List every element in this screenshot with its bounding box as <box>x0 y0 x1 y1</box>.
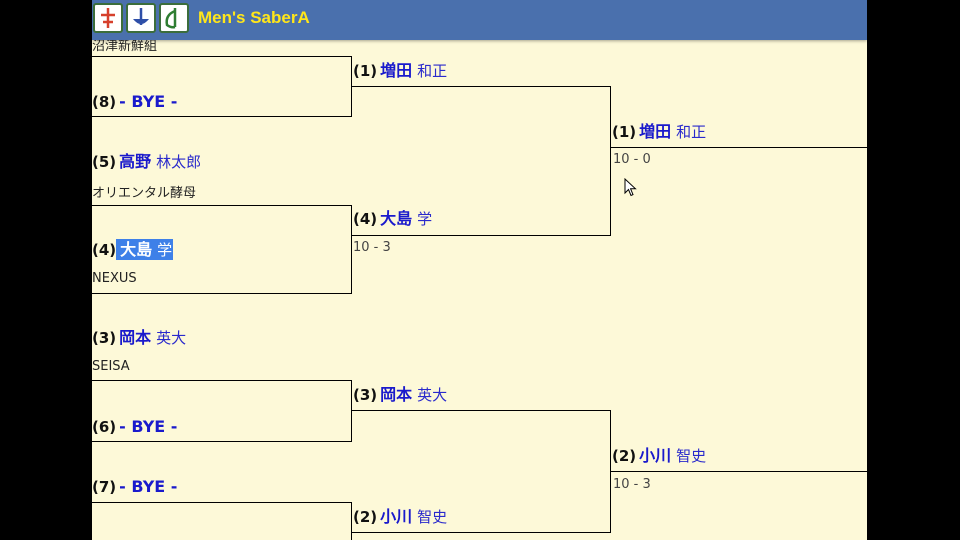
epee-logo[interactable] <box>126 3 156 33</box>
bracket-entry[interactable]: (6)- BYE - <box>92 417 177 437</box>
bracket-entry[interactable]: (4)大島学 <box>353 209 432 229</box>
bracket-entry[interactable]: (2)小川智史 <box>612 446 706 466</box>
bout-score: 10 - 3 <box>353 240 391 255</box>
bracket-entry[interactable]: (4)大島学 <box>92 239 174 260</box>
bracket-line <box>92 293 352 294</box>
team-name: オリエンタル酵母 <box>92 186 197 201</box>
bracket-line <box>351 532 611 533</box>
bracket-line <box>351 235 611 236</box>
foil-logo[interactable] <box>93 3 123 33</box>
sabre-logo[interactable] <box>159 3 189 33</box>
seed-number: (2) <box>353 508 378 526</box>
seed-number: (2) <box>612 447 637 465</box>
fencer-last-name: 大島 <box>380 209 413 228</box>
fencer-first-name: 和正 <box>676 123 707 141</box>
seed-number: (7) <box>92 478 117 496</box>
bracket-entry[interactable]: (5)高野林太郎 <box>92 152 201 172</box>
app-header: Men's SaberA <box>92 0 867 40</box>
fencer-last-name: 高野 <box>119 152 152 171</box>
fencer-last-name: 小川 <box>380 507 413 526</box>
bracket-line <box>351 380 352 442</box>
sabre-icon <box>165 8 177 29</box>
bye-label: - BYE - <box>119 417 178 436</box>
page-title: Men's SaberA <box>198 8 310 27</box>
bracket-line <box>92 56 352 57</box>
bracket-line <box>92 441 352 442</box>
seed-number: (1) <box>612 123 637 141</box>
seed-number: (1) <box>353 62 378 80</box>
bracket-line <box>351 410 611 411</box>
bracket-entry[interactable]: (8)- BYE - <box>92 92 177 112</box>
seed-number: (5) <box>92 153 117 171</box>
bout-score: 10 - 0 <box>613 152 651 167</box>
bracket-view: Men's SaberA 沼津新鮮組 (8)- BYE - (5)高野林太郎 オ… <box>92 0 867 540</box>
fencer-first-name: 学 <box>157 241 173 259</box>
team-name: SEISA <box>92 359 130 374</box>
bracket-entry[interactable]: (2)小川智史 <box>353 507 447 527</box>
bracket-line <box>351 86 611 87</box>
selected-fencer[interactable]: 大島学 <box>116 239 174 260</box>
bracket-entry[interactable]: (1)増田和正 <box>353 61 447 81</box>
bracket-line <box>351 205 352 294</box>
bracket-line <box>610 86 611 236</box>
bracket-entry[interactable]: (1)増田和正 <box>612 122 706 142</box>
fencer-last-name: 小川 <box>639 446 672 465</box>
fencer-last-name: 岡本 <box>119 328 152 347</box>
bracket-line <box>351 502 352 540</box>
fencer-first-name: 和正 <box>417 62 448 80</box>
seed-number: (3) <box>92 329 117 347</box>
fencer-last-name: 岡本 <box>380 385 413 404</box>
bracket-line <box>92 116 352 117</box>
bye-label: - BYE - <box>119 92 178 111</box>
fencer-first-name: 林太郎 <box>156 153 202 171</box>
fencer-first-name: 英大 <box>156 329 187 347</box>
seed-number: (4) <box>92 241 117 259</box>
bracket-entry[interactable]: (3)岡本英大 <box>92 328 186 348</box>
team-name: NEXUS <box>92 271 137 286</box>
fencer-first-name: 智史 <box>676 447 707 465</box>
fencer-last-name: 大島 <box>120 240 153 259</box>
fencer-first-name: 智史 <box>417 508 448 526</box>
seed-number: (4) <box>353 210 378 228</box>
bracket-line <box>610 471 867 472</box>
bracket-line <box>92 502 352 503</box>
team-name: 沼津新鮮組 <box>92 39 158 54</box>
seed-number: (8) <box>92 93 117 111</box>
fencer-first-name: 英大 <box>417 386 448 404</box>
bracket-entry[interactable]: (3)岡本英大 <box>353 385 447 405</box>
mouse-cursor-icon <box>624 178 637 197</box>
foil-icon <box>101 8 115 28</box>
seed-number: (3) <box>353 386 378 404</box>
fencer-last-name: 増田 <box>380 61 413 80</box>
bye-label: - BYE - <box>119 477 178 496</box>
epee-icon <box>133 8 149 25</box>
bout-score: 10 - 3 <box>613 477 651 492</box>
bracket-line <box>92 205 352 206</box>
fencer-first-name: 学 <box>417 210 433 228</box>
bracket-entry[interactable]: (7)- BYE - <box>92 477 177 497</box>
bracket-line <box>610 147 867 148</box>
fencer-last-name: 増田 <box>639 122 672 141</box>
bracket-line <box>92 380 352 381</box>
seed-number: (6) <box>92 418 117 436</box>
